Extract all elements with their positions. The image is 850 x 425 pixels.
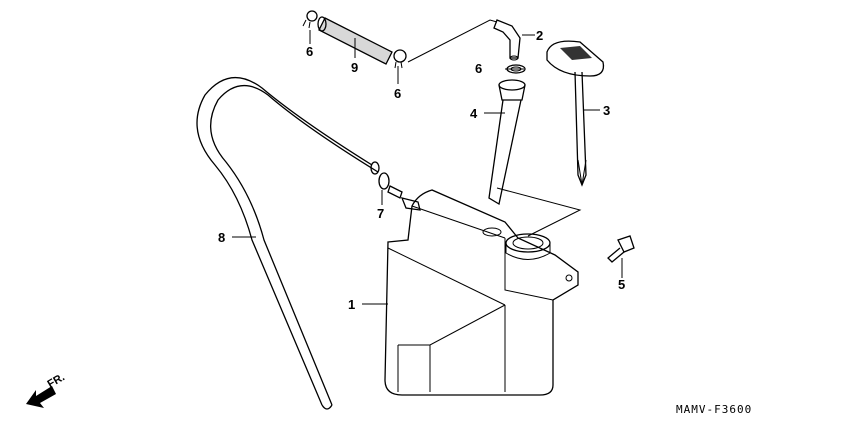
ref-label-6: 6 xyxy=(475,61,482,76)
ref-label-5: 5 xyxy=(618,277,625,292)
diagram-code: MAMV-F3600 xyxy=(676,403,752,416)
dipstick-cap xyxy=(546,40,605,187)
ref-label-6: 6 xyxy=(394,86,401,101)
ref-label-2: 2 xyxy=(536,28,543,43)
ref-label-4: 4 xyxy=(470,106,478,121)
hose-elbow xyxy=(493,19,521,61)
hose-clip xyxy=(378,172,390,190)
filler-tube xyxy=(488,79,526,206)
hose-clip xyxy=(302,10,318,29)
leader-lines xyxy=(232,30,623,305)
ref-label-3: 3 xyxy=(603,103,610,118)
direction-label: FR. xyxy=(46,371,67,390)
ref-label-7: 7 xyxy=(377,206,384,221)
ref-label-8: 8 xyxy=(218,230,225,245)
overflow-hose xyxy=(196,76,380,410)
drain-bolt xyxy=(607,235,635,263)
ref-label-1: 1 xyxy=(348,297,355,312)
ref-label-6: 6 xyxy=(306,44,313,59)
ref-label-9: 9 xyxy=(351,60,358,75)
reservoir-tank xyxy=(384,189,579,396)
hose-clip xyxy=(393,49,407,69)
front-direction-arrow-icon xyxy=(26,386,56,408)
